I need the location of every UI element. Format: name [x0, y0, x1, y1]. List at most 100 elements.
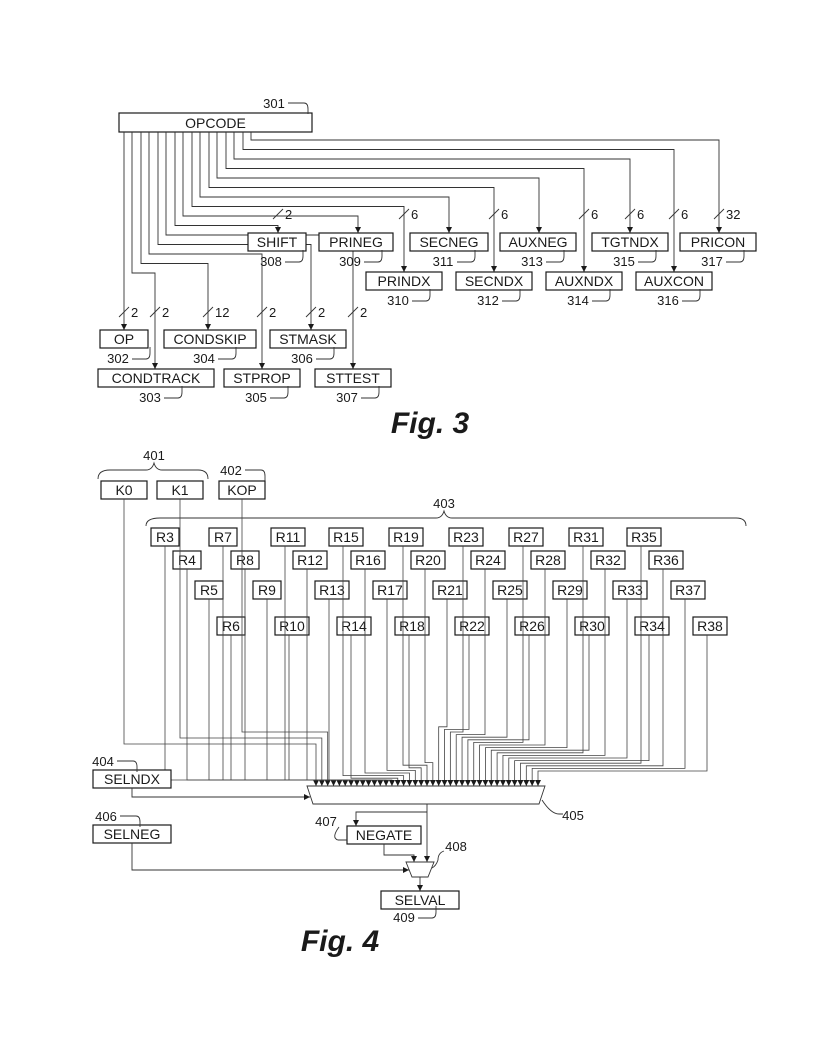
selndx-arrow [304, 794, 310, 800]
reg-wire-0 [164, 546, 334, 786]
opcode-tap-arrow-prineg [355, 227, 361, 233]
reg-wire-33 [525, 569, 664, 786]
register-r9: R9 [252, 580, 282, 600]
reg-wire-22 [461, 599, 508, 786]
selneg-box-label: SELNEG [104, 826, 161, 842]
selndx-wire [131, 788, 310, 798]
bus-width-condtrack-slash [149, 306, 161, 318]
ref-condskip: 304 [193, 347, 237, 366]
selneg-box: SELNEG [92, 824, 172, 844]
field-condtrack-label: CONDTRACK [112, 370, 201, 386]
register-r14: R14 [336, 616, 372, 636]
ref-stprop: 305 [245, 386, 289, 405]
ref-pricon-leader [726, 250, 745, 263]
field-shift-frame [247, 232, 307, 252]
opcode-tap-arrow-prindx [401, 266, 407, 272]
opcode-tap-arrow-stprop [259, 363, 265, 369]
register-r22: R22 [454, 616, 490, 636]
register-r25: R25 [492, 580, 528, 600]
ref-secndx-text: 312 [477, 293, 499, 308]
reg-wire-19 [444, 635, 470, 786]
negate-out-arrow [411, 856, 417, 862]
register-r15-frame [328, 527, 364, 547]
field-op-frame [99, 329, 149, 349]
reg-wire-29 [502, 569, 606, 786]
ref-secneg: 311 [433, 250, 476, 269]
register-r20-frame [410, 550, 446, 570]
field-op: OP [99, 329, 149, 349]
register-r32: R32 [590, 550, 626, 570]
reg-wire-arrow-0 [330, 780, 337, 786]
reg-wire-arrow-10 [388, 780, 395, 786]
field-stprop-label: STPROP [233, 370, 291, 386]
reg-wire-arrow-22 [459, 780, 466, 786]
register-r34-label: R34 [639, 618, 665, 634]
register-r16: R16 [350, 550, 386, 570]
opcode-tap-arrow-op [121, 324, 127, 330]
reg-wire-arrow-1 [336, 780, 343, 786]
opcode-tap-secneg [199, 132, 450, 233]
bus-width-op-width: 2 [131, 305, 138, 320]
register-r34: R34 [634, 616, 670, 636]
reg-wire-31 [514, 635, 650, 786]
register-r35-label: R35 [631, 529, 657, 545]
bus-width-stmask-width: 2 [318, 305, 325, 320]
register-r30-label: R30 [579, 618, 605, 634]
field-condtrack-frame [97, 368, 215, 388]
register-r14-label: R14 [341, 618, 367, 634]
reg-wire-arrow-12 [400, 780, 407, 786]
field-auxcon: AUXCON [635, 271, 713, 291]
register-r5-label: R5 [200, 582, 218, 598]
reg-wire-32 [520, 546, 642, 786]
register-r37-label: R37 [675, 582, 701, 598]
ref-stprop-text: 305 [245, 390, 267, 405]
reg-wire-3 [230, 635, 352, 786]
selneg-arrow [403, 867, 409, 873]
opcode-tap-arrow-secneg [446, 227, 452, 233]
register-r24-label: R24 [475, 552, 501, 568]
field-prineg-frame [318, 232, 394, 252]
register-r11-label: R11 [276, 529, 301, 545]
ref-secndx-leader [502, 289, 521, 302]
register-r12-frame [292, 550, 328, 570]
k-group-ref: 401 [143, 448, 165, 463]
bus-width-condskip: 12 [202, 305, 229, 320]
bus-width-tgtndx: 6 [624, 207, 644, 222]
register-r17: R17 [372, 580, 408, 600]
register-r36-frame [648, 550, 684, 570]
reg-wire-arrow-20 [447, 780, 454, 786]
ref-auxcon-text: 316 [657, 293, 679, 308]
ref-tgtndx: 315 [613, 250, 657, 269]
bus-width-secndx: 6 [488, 207, 508, 222]
register-r4: R4 [172, 550, 202, 570]
reg-wire-5 [244, 569, 364, 786]
field-stmask-frame [269, 329, 347, 349]
mux-405-leader [541, 799, 563, 815]
reg-wire-arrow-13 [406, 780, 413, 786]
bus-width-stprop: 2 [256, 305, 276, 320]
register-r16-label: R16 [355, 552, 381, 568]
reg-wire-24 [473, 546, 524, 786]
reg-wire-arrow-29 [499, 780, 506, 786]
opcode-tap-arrow-auxcon [671, 266, 677, 272]
field-secndx: SECNDX [455, 271, 533, 291]
register-r7-label: R7 [214, 529, 232, 545]
opcode-box-label: OPCODE [185, 115, 246, 131]
opcode-tap-condtrack [131, 132, 156, 369]
selval-ref-leader [418, 906, 437, 919]
bus-width-condtrack: 2 [149, 305, 169, 320]
register-r19-label: R19 [393, 529, 419, 545]
register-r21-frame [432, 580, 468, 600]
bus-width-condskip-slash [202, 306, 214, 318]
register-r25-frame [492, 580, 528, 600]
opcode-tap-auxndx [225, 132, 585, 272]
mux2-ref: 408 [445, 839, 467, 854]
kop-ref-text: 402 [220, 463, 242, 478]
ref-prindx: 310 [387, 289, 431, 308]
field-prineg: PRINEG [318, 232, 394, 252]
field-shift: SHIFT [247, 232, 307, 252]
ref-prineg-text: 309 [339, 254, 361, 269]
register-r20-label: R20 [415, 552, 441, 568]
to-negate-arrow [353, 820, 359, 826]
bus-width-pricon-slash [713, 208, 725, 220]
